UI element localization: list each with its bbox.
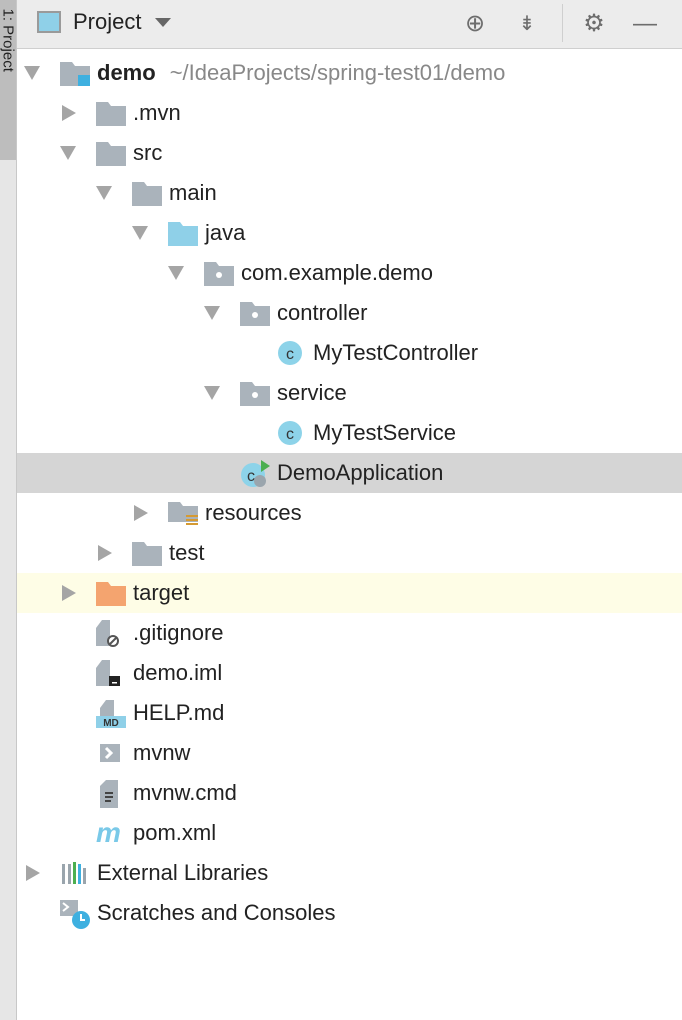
tree-item-label: java xyxy=(205,220,246,245)
package-icon xyxy=(204,260,234,286)
tree-item-label: service xyxy=(277,380,347,405)
tree-item-demo[interactable]: demo ~/IdeaProjects/spring-test01/demo xyxy=(17,53,682,93)
divider xyxy=(562,4,563,42)
excluded-icon xyxy=(96,580,126,606)
module-icon xyxy=(60,60,90,86)
class-icon: c xyxy=(276,420,306,446)
tree-item-label: HELP.md xyxy=(133,700,225,725)
collapsed-arrow-icon[interactable] xyxy=(134,505,148,521)
svg-text:c: c xyxy=(247,468,255,485)
tree-item-label: controller xyxy=(277,300,368,325)
tree-item-java[interactable]: java xyxy=(17,213,682,253)
panel-title: Project xyxy=(73,9,142,34)
tree-item-pom-xml[interactable]: m pom.xml xyxy=(17,813,682,853)
tree-item-mvnw-cmd[interactable]: mvnw.cmd xyxy=(17,773,682,813)
module-path: ~/IdeaProjects/spring-test01/demo xyxy=(169,60,506,85)
tree-item-test[interactable]: test xyxy=(17,533,682,573)
collapsed-arrow-icon[interactable] xyxy=(26,865,40,881)
spring-class-icon: c xyxy=(240,460,270,487)
expanded-arrow-icon[interactable] xyxy=(60,146,76,160)
side-tool-strip: 1: Project xyxy=(0,0,17,1020)
expanded-arrow-icon[interactable] xyxy=(204,386,220,400)
locate-icon[interactable]: ⊕ xyxy=(464,10,486,37)
tree-item-mytestcontroller[interactable]: c MyTestController xyxy=(17,333,682,373)
md-file-icon: MD xyxy=(96,700,126,729)
project-tool-tab[interactable]: 1: Project xyxy=(0,0,17,160)
module-name: demo xyxy=(97,60,156,85)
scratches-icon xyxy=(60,900,90,929)
source-icon xyxy=(168,220,198,246)
resources-icon xyxy=(168,500,198,526)
tree-item-label: demo ~/IdeaProjects/spring-test01/demo xyxy=(97,60,505,86)
tree-item-target[interactable]: target xyxy=(17,573,682,613)
chevron-down-icon xyxy=(155,17,172,27)
collapsed-arrow-icon[interactable] xyxy=(62,585,76,601)
collapsed-arrow-icon[interactable] xyxy=(62,105,76,121)
tree-item-label: src xyxy=(133,140,163,165)
tree-item-mvnw[interactable]: mvnw xyxy=(17,733,682,773)
expanded-arrow-icon[interactable] xyxy=(24,66,40,80)
view-selector[interactable]: Project xyxy=(37,9,172,35)
project-panel-header: Project ⊕ ⇟ ⚙ — xyxy=(17,0,682,49)
ignore-file-icon xyxy=(96,620,126,647)
svg-text:c: c xyxy=(286,426,294,443)
project-tool-tab-label: 1: Project xyxy=(0,8,17,72)
tree-item-mytestservice[interactable]: c MyTestService xyxy=(17,413,682,453)
tree-item-label: mvnw.cmd xyxy=(133,780,237,805)
tree-item-help-md[interactable]: MD HELP.md xyxy=(17,693,682,733)
class-icon: c xyxy=(276,340,306,366)
tree-item-controller[interactable]: controller xyxy=(17,293,682,333)
expanded-arrow-icon[interactable] xyxy=(204,306,220,320)
tree-item-label: External Libraries xyxy=(97,860,269,885)
tree-item-external-libraries[interactable]: External Libraries xyxy=(17,853,682,893)
folder-icon xyxy=(96,100,126,126)
tree-item-label: mvnw xyxy=(133,740,191,765)
package-icon xyxy=(240,300,270,326)
svg-text:c: c xyxy=(286,346,294,363)
package-icon xyxy=(240,380,270,406)
tree-item-service[interactable]: service xyxy=(17,373,682,413)
tree-item-label: .mvn xyxy=(133,100,181,125)
tree-item-label: main xyxy=(169,180,217,205)
folder-icon xyxy=(96,140,126,166)
folder-icon xyxy=(132,540,162,566)
collapsed-arrow-icon[interactable] xyxy=(98,545,112,561)
svg-text:MD: MD xyxy=(103,718,119,728)
tree-item-main[interactable]: main xyxy=(17,173,682,213)
project-view-icon xyxy=(37,11,61,33)
collapse-all-icon[interactable]: ⇟ xyxy=(518,13,536,35)
libraries-icon xyxy=(60,860,90,886)
iml-file-icon xyxy=(96,660,126,686)
tree-item-src[interactable]: src xyxy=(17,133,682,173)
tree-item-label: DemoApplication xyxy=(277,460,444,485)
tree-item-com-example-demo[interactable]: com.example.demo xyxy=(17,253,682,293)
tree-item-label: MyTestService xyxy=(313,420,457,445)
tree-item-label: com.example.demo xyxy=(241,260,433,285)
tree-item-label: demo.iml xyxy=(133,660,223,685)
maven-file-icon: m xyxy=(96,817,126,848)
shell-file-icon xyxy=(96,740,126,766)
tree-item-demo-iml[interactable]: demo.iml xyxy=(17,653,682,693)
text-file-icon xyxy=(96,780,126,808)
tree-item-label: pom.xml xyxy=(133,820,217,845)
expanded-arrow-icon[interactable] xyxy=(168,266,184,280)
tree-item-label: target xyxy=(133,580,190,605)
tree-item-label: resources xyxy=(205,500,302,525)
tree-item-label: Scratches and Consoles xyxy=(97,900,336,925)
tree-item-label: .gitignore xyxy=(133,620,224,645)
tree-item-resources[interactable]: resources xyxy=(17,493,682,533)
expanded-arrow-icon[interactable] xyxy=(96,186,112,200)
tree-item-label: test xyxy=(169,540,205,565)
gear-icon[interactable]: ⚙ xyxy=(583,10,605,37)
tree-item-demoapplication[interactable]: c DemoApplication xyxy=(17,453,682,493)
tree-item-gitignore[interactable]: .gitignore xyxy=(17,613,682,653)
tree-item-label: MyTestController xyxy=(313,340,479,365)
tree-item-mvn[interactable]: .mvn xyxy=(17,93,682,133)
expanded-arrow-icon[interactable] xyxy=(132,226,148,240)
svg-text:m: m xyxy=(96,820,121,846)
minimize-icon[interactable]: — xyxy=(633,10,657,37)
folder-icon xyxy=(132,180,162,206)
tree-item-scratches-and-consoles[interactable]: Scratches and Consoles xyxy=(17,893,682,933)
